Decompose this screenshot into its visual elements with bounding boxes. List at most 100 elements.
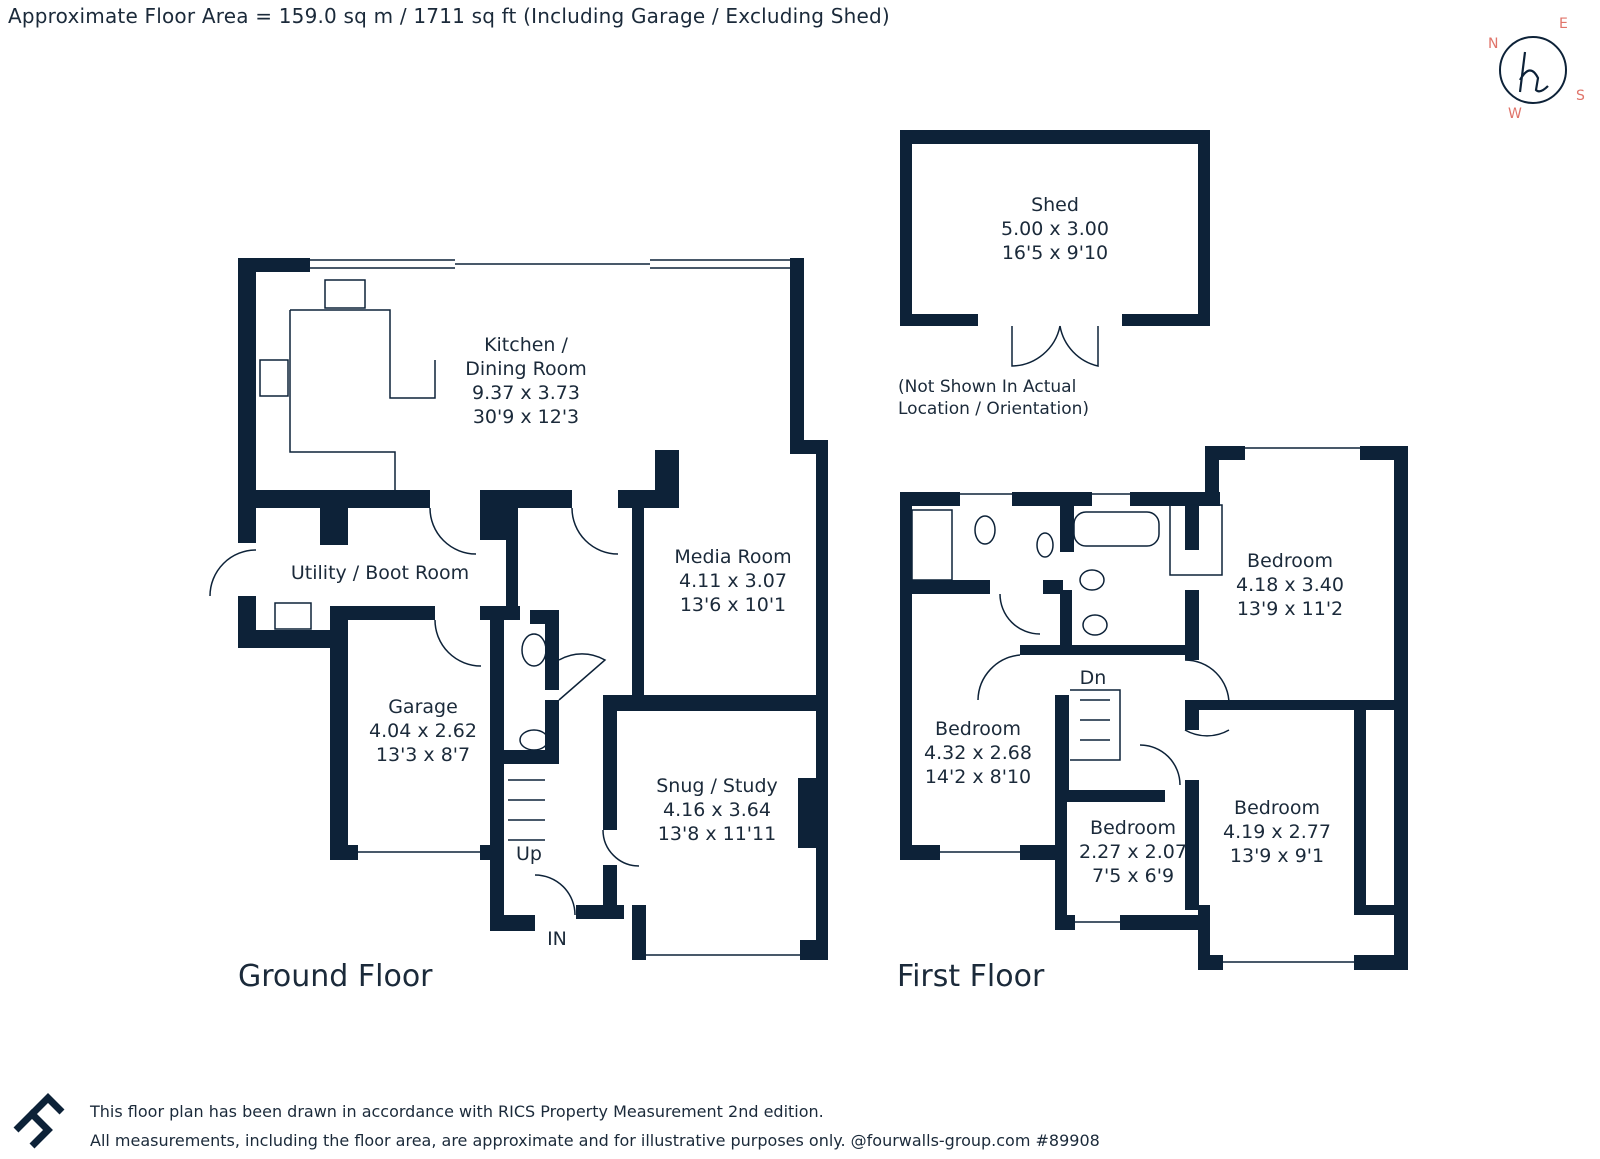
kitchen-metric: 9.37 x 3.73 [472,382,580,404]
first-floor-labels: Bedroom 4.18 x 3.40 13'9 x 11'2 Bedroom … [897,550,1344,994]
compass-icon: N E S W [1488,16,1585,122]
door-swing [602,829,640,867]
snug-imperial: 13'8 x 11'11 [658,823,776,845]
bedroom-1-name: Bedroom [1247,550,1333,572]
stairs-down-label: Dn [1080,667,1107,689]
media-room-name: Media Room [674,546,791,568]
ground-floor-fixtures [209,259,800,956]
wall [490,915,535,931]
door-swing [209,549,257,597]
compass-w: W [1508,106,1522,122]
stairs-up-label: Up [516,843,542,865]
wall [330,606,435,620]
kitchen-imperial: 30'9 x 12'3 [473,406,579,428]
bedroom-4-name: Bedroom [1234,797,1320,819]
wc-basin-icon [519,729,549,751]
compass-monogram [1518,51,1549,93]
bathroom-basin-icon [1036,532,1054,558]
hob-icon [259,359,289,397]
kitchen-sink-icon [324,279,366,309]
entrance-label: IN [547,928,567,950]
compass-n: N [1488,36,1498,52]
shed-name: Shed [1031,194,1079,216]
shed-imperial: 16'5 x 9'10 [1002,242,1108,264]
first-floor-walls [900,446,1408,970]
wall [618,490,658,508]
wall [238,630,348,648]
wall [238,490,430,508]
fourwalls-logo-icon [13,1093,65,1149]
first-floor-fixtures [911,447,1360,963]
wall [330,845,358,860]
wall [632,905,646,960]
bath-icon [1073,511,1160,547]
wall [480,505,510,540]
door-swing [977,654,1021,701]
footer-rics-note: This floor plan has been drawn in accord… [90,1102,824,1121]
wc-toilet-icon [521,633,547,667]
wall [238,258,256,543]
door-swing [1184,729,1230,737]
wall [798,778,816,848]
compass-e: E [1559,16,1568,32]
bedroom-3-metric: 2.27 x 2.07 [1079,841,1187,863]
wardrobe-icon [1169,504,1223,576]
snug-name: Snug / Study [656,775,778,797]
shower-icon [911,509,953,581]
kitchen-name-line2: Dining Room [465,358,586,380]
utility-name: Utility / Boot Room [291,562,469,584]
first-floor-title: First Floor [897,959,1045,994]
bedroom-1-imperial: 13'9 x 11'2 [1237,598,1343,620]
ground-floor-title: Ground Floor [238,959,433,994]
wall [545,610,559,690]
door-swing [434,619,482,667]
stairs-icon [1070,689,1121,761]
utility-sink-icon [274,602,312,630]
bedroom-1-metric: 4.18 x 3.40 [1236,574,1344,596]
wall [330,620,348,860]
snug-metric: 4.16 x 3.64 [663,799,771,821]
bedroom-4-metric: 4.19 x 2.77 [1223,821,1331,843]
door-swing [558,653,607,701]
wall [238,258,310,272]
media-room-metric: 4.11 x 3.07 [679,570,787,592]
door-swing [1184,659,1230,705]
compass-s: S [1576,88,1585,104]
ground-floor-labels: Kitchen / Dining Room 9.37 x 3.73 30'9 x… [238,334,792,994]
bedroom-2-name: Bedroom [935,718,1021,740]
basin-icon [1079,569,1105,591]
wall [790,258,804,452]
garage-imperial: 13'3 x 8'7 [376,744,470,766]
wall [655,450,679,508]
wall [603,700,617,830]
bedroom-4-imperial: 13'9 x 9'1 [1230,845,1324,867]
shed-note-line2: Location / Orientation) [898,399,1089,419]
stairs-icon [508,779,545,841]
footer-disclaimer: All measurements, including the floor ar… [90,1131,1100,1150]
door-swing [534,874,576,916]
bedroom-2-metric: 4.32 x 2.68 [924,742,1032,764]
wall [603,865,617,915]
floor-area-heading: Approximate Floor Area = 159.0 sq m / 17… [8,4,890,28]
wall [603,695,828,711]
wall [490,606,504,931]
shed-walls [900,130,1210,326]
door-swing [571,507,619,555]
wall [800,940,828,960]
toilet-icon [1082,614,1108,636]
wall [504,750,559,764]
garage-metric: 4.04 x 2.62 [369,720,477,742]
bedroom-3-imperial: 7'5 x 6'9 [1092,865,1174,887]
shed-labels: Shed 5.00 x 3.00 16'5 x 9'10 (Not Shown … [898,194,1109,419]
door-swing [429,507,477,555]
shed-doors [1011,325,1099,367]
bedroom-2-imperial: 14'2 x 8'10 [925,766,1031,788]
shed-metric: 5.00 x 3.00 [1001,218,1109,240]
media-room-imperial: 13'6 x 10'1 [680,594,786,616]
garage-name: Garage [388,696,458,718]
bathroom-toilet-icon [974,515,996,545]
wall [480,490,572,508]
wall [632,505,644,700]
wall [632,950,646,960]
